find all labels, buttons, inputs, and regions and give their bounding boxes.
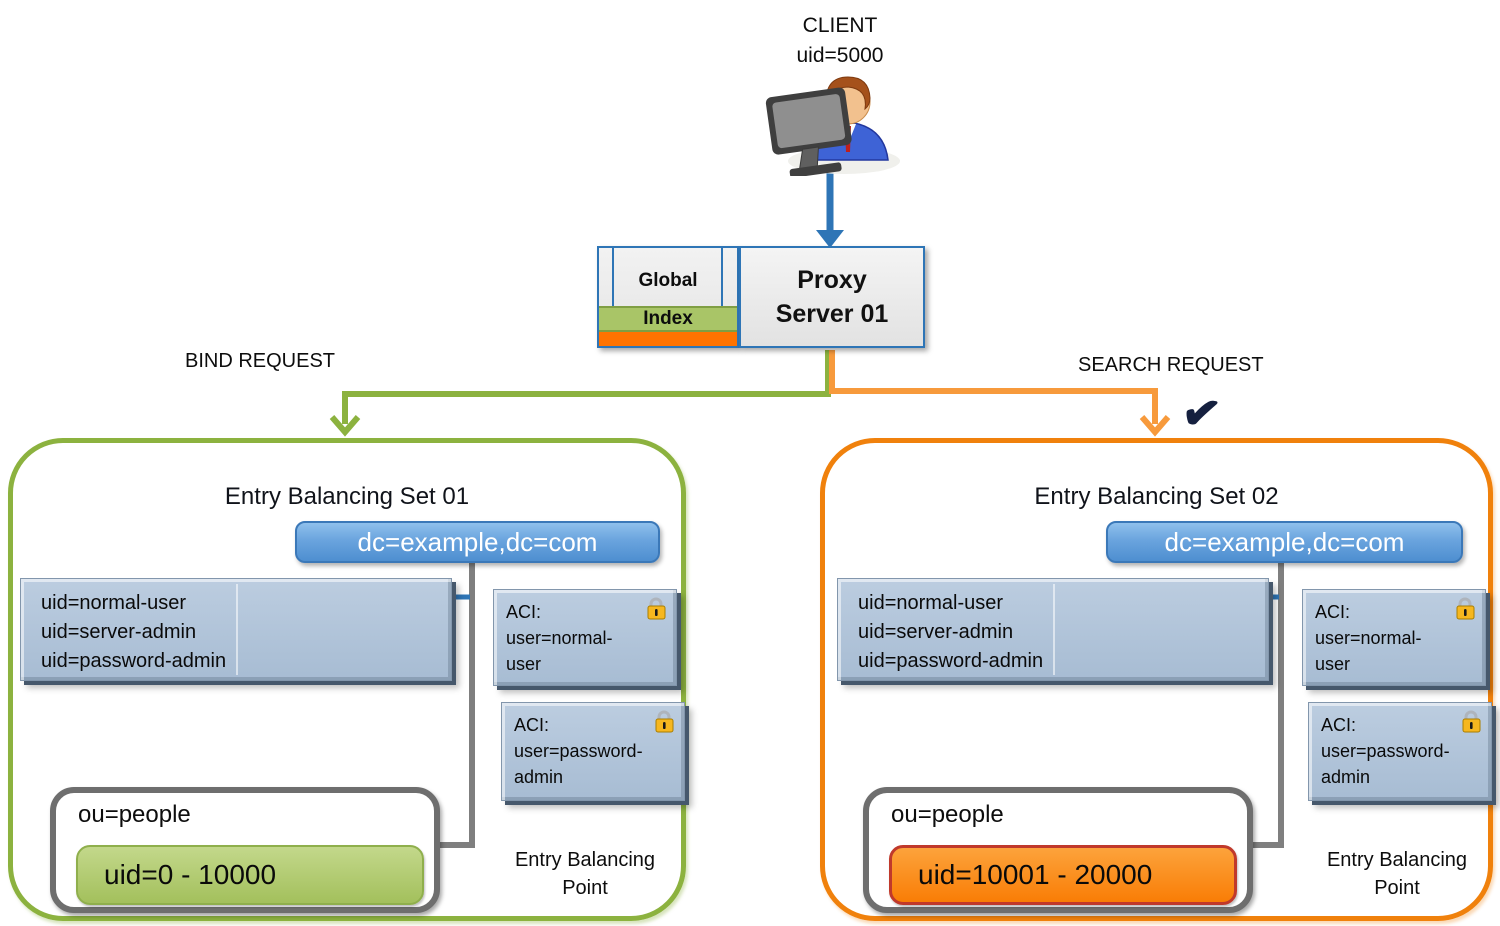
client-person-computer-icon xyxy=(752,64,912,181)
aci-text: ACI: xyxy=(1315,602,1351,622)
uid-entry: uid=normal-user xyxy=(41,592,187,614)
point-line2: Point xyxy=(562,877,608,899)
entry-balancing-set-02: Entry Balancing Set 02 dc=example,dc=com… xyxy=(820,438,1493,921)
uid-entry: uid=server-admin xyxy=(41,621,197,643)
aci-normal-user-box: ACI: user=normal- user xyxy=(1302,589,1486,686)
aci-password-admin-box: ACI: user=password- admin xyxy=(1308,702,1492,801)
client-uid: uid=5000 xyxy=(796,44,884,67)
ou-people-box: ou=people uid=10001 - 20000 xyxy=(863,787,1253,913)
ou-label: ou=people xyxy=(78,801,191,828)
proxy-name-line2: Server 01 xyxy=(775,300,889,328)
aci-normal-user-box: ACI: user=normal- user xyxy=(493,589,677,686)
panel-highlight-line xyxy=(236,584,238,675)
padlock-icon xyxy=(651,708,677,741)
padlock-icon xyxy=(1458,708,1484,741)
point-line2: Point xyxy=(1374,877,1420,899)
search-request-label: SEARCH REQUEST xyxy=(1078,354,1264,376)
index-green-band: Index xyxy=(599,306,737,332)
uid-entry: uid=password-admin xyxy=(858,650,1044,672)
aci-text: admin xyxy=(514,767,564,787)
dn-node: dc=example,dc=com xyxy=(295,521,660,563)
aci-text: ACI: xyxy=(514,715,550,735)
global-index-label-top: Global xyxy=(638,270,698,291)
index-column-divider xyxy=(721,248,723,332)
index-column-divider xyxy=(612,248,614,332)
uid-range-box: uid=0 - 10000 xyxy=(76,845,424,905)
index-orange-band xyxy=(599,332,737,346)
point-line1: Entry Balancing xyxy=(514,849,656,871)
dn-node: dc=example,dc=com xyxy=(1106,521,1463,563)
bind-request-arrow xyxy=(329,350,831,437)
set-title: Entry Balancing Set 01 xyxy=(224,483,470,510)
uid-entry: uid=password-admin xyxy=(41,650,227,672)
aci-text: ACI: xyxy=(1321,715,1357,735)
bind-request-label: BIND REQUEST xyxy=(185,350,336,372)
aci-text: ACI: xyxy=(506,602,542,622)
aci-text: user=password- xyxy=(1321,741,1450,761)
aci-text: user xyxy=(506,654,542,674)
proxy-name-line1: Proxy xyxy=(797,266,867,294)
uid-entry: uid=server-admin xyxy=(858,621,1014,643)
ou-label: ou=people xyxy=(891,801,1004,828)
uid-entry: uid=normal-user xyxy=(858,592,1004,614)
uid-range-box: uid=10001 - 20000 xyxy=(889,845,1237,905)
entry-balancing-point-label: Entry Balancing Point xyxy=(1313,846,1481,902)
padlock-icon xyxy=(643,595,669,628)
aci-text: user=password- xyxy=(514,741,643,761)
panel-highlight-line xyxy=(1053,584,1055,675)
uid-list-panel: uid=normal-user uid=server-admin uid=pas… xyxy=(20,578,452,681)
aci-text: admin xyxy=(1321,767,1371,787)
global-index-store: Global Index xyxy=(597,246,739,348)
client-title: CLIENT xyxy=(802,14,878,37)
set-title: Entry Balancing Set 02 xyxy=(1034,483,1279,510)
aci-text: user=normal- xyxy=(1315,628,1422,648)
search-request-arrow xyxy=(829,350,1171,437)
point-line1: Entry Balancing xyxy=(1326,849,1468,871)
aci-text: user=normal- xyxy=(506,628,613,648)
padlock-icon xyxy=(1452,595,1478,628)
client-to-proxy-arrow xyxy=(816,170,844,248)
checkmark-icon: ✔ xyxy=(1178,384,1224,442)
entry-balancing-set-01: Entry Balancing Set 01 dc=example,dc=com… xyxy=(8,438,686,921)
entry-balancing-point-label: Entry Balancing Point xyxy=(501,846,669,902)
aci-text: user xyxy=(1315,654,1351,674)
ou-people-box: ou=people uid=0 - 10000 xyxy=(50,787,440,913)
proxy-server-box: Proxy Server 01 xyxy=(739,246,925,348)
aci-password-admin-box: ACI: user=password- admin xyxy=(501,702,685,801)
uid-list-panel: uid=normal-user uid=server-admin uid=pas… xyxy=(837,578,1269,681)
